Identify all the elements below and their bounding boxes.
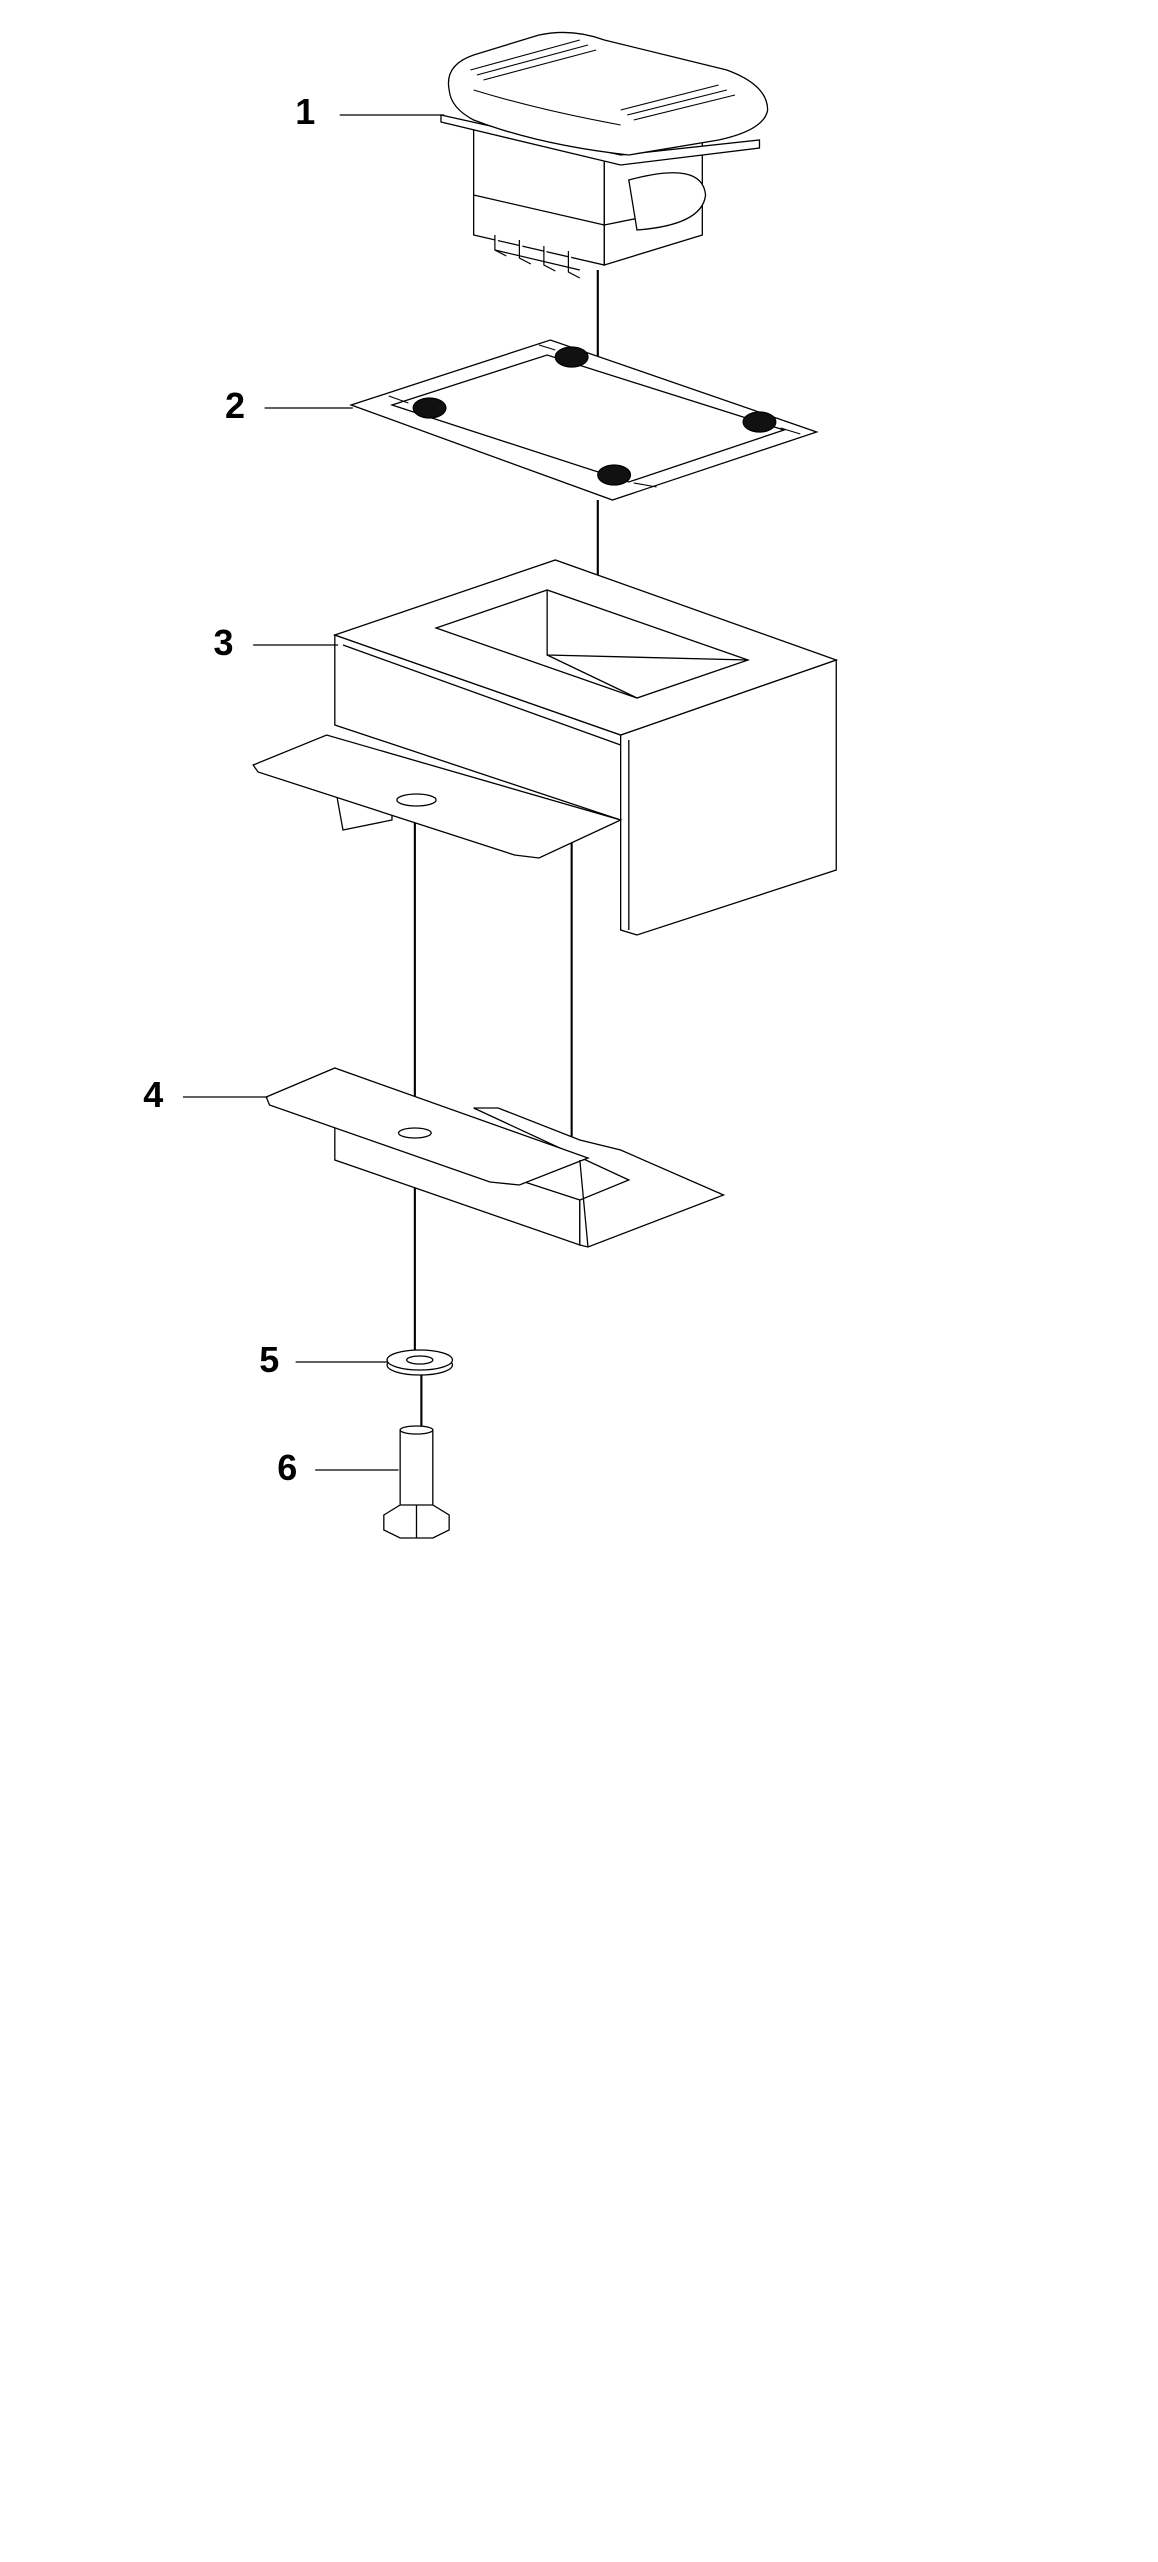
callout-number-4: 4 (143, 1074, 163, 1115)
gasket-part (351, 340, 816, 500)
callout-number-5: 5 (259, 1339, 279, 1380)
gasket-dot-right (743, 412, 776, 432)
callout-number-2: 2 (225, 385, 245, 426)
gasket-dot-top (555, 347, 588, 367)
gasket-dot-left (413, 398, 446, 418)
callout-number-6: 6 (277, 1447, 297, 1488)
washer-part (387, 1350, 452, 1375)
callout-number-1: 1 (295, 91, 315, 132)
callout-numbers: 1 2 3 4 5 6 (143, 91, 315, 1488)
rocker-switch-part (441, 32, 768, 278)
callout-leaders (182, 114, 445, 1471)
gasket-dot-bottom (598, 465, 631, 485)
switch-housing-bracket-part (253, 560, 836, 935)
screw-part (384, 1426, 449, 1538)
mounting-bracket-part (266, 1068, 723, 1247)
callout-number-3: 3 (214, 622, 234, 663)
